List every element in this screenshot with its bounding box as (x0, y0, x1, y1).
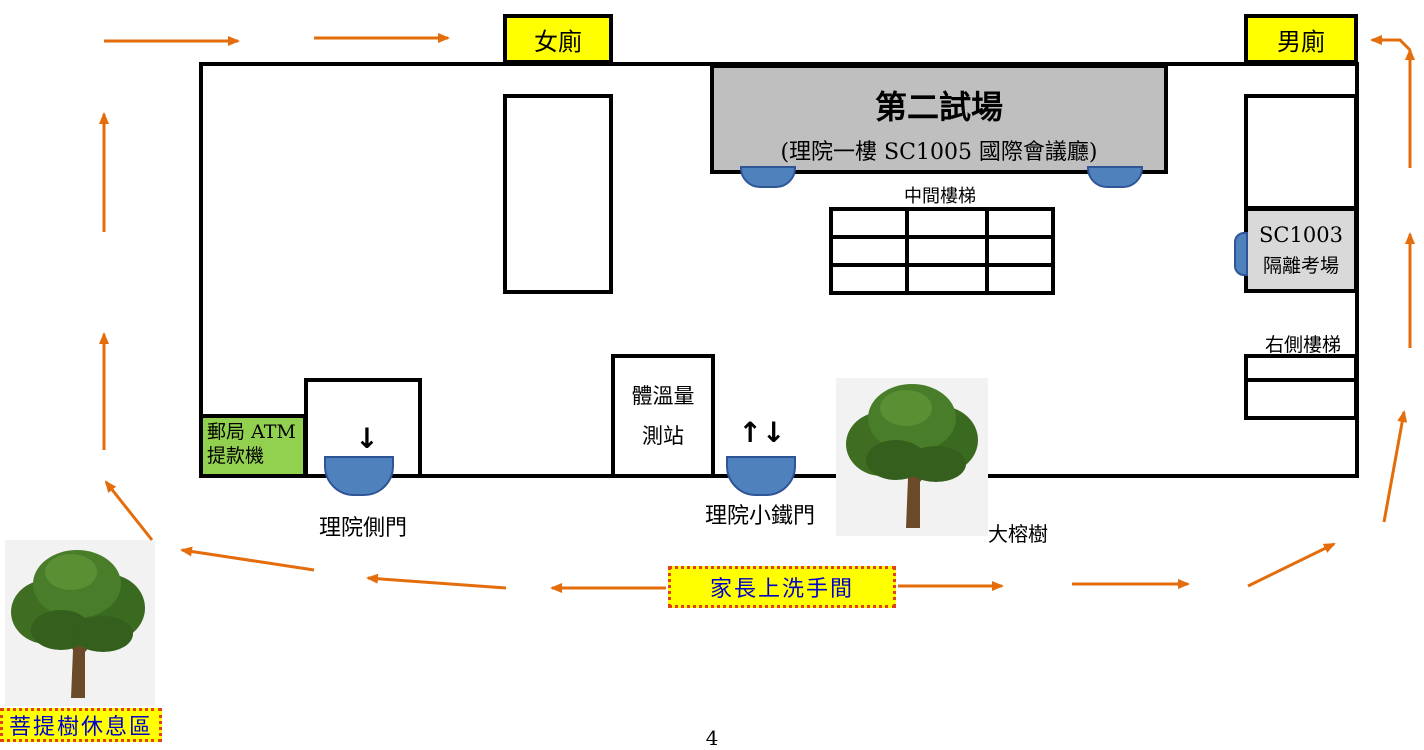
bodhi-tree-icon (11, 550, 145, 698)
side-door[interactable] (324, 456, 394, 496)
route-arrow (1247, 542, 1336, 588)
left-room (503, 94, 613, 294)
side-door-label: 理院側門 (318, 516, 407, 541)
right-upper-room (1244, 94, 1358, 210)
temperature-station: 體溫量 測站 (611, 354, 715, 478)
page-number: 4 (705, 726, 719, 750)
exam-hall-subtitle: (理院一樓 SC1005 國際會議廳) (780, 140, 1098, 165)
route-arrow (366, 573, 507, 590)
route-arrow (1382, 410, 1408, 523)
iron-gate-label: 理院小鐵門 (704, 504, 815, 529)
isolation-room-code: SC1003 (1259, 222, 1343, 247)
right-stairs-grid (1244, 354, 1358, 420)
iron-gate-arrows: ↑↓ (738, 416, 786, 449)
middle-stairs (829, 207, 1055, 295)
route-arrow (104, 480, 154, 541)
middle-stairs-grid (829, 207, 1055, 295)
route-arrow (180, 546, 315, 572)
banyan-tree-icon (846, 384, 978, 528)
temperature-station-line1: 體溫量 (631, 384, 695, 408)
isolation-room: SC1003 隔離考場 (1244, 207, 1358, 293)
bodhi-tree-image (5, 540, 155, 706)
bodhi-rest-label: 菩提樹休息區 (0, 708, 162, 742)
temperature-station-line2: 測站 (642, 424, 684, 448)
atm-line1: 郵局 ATM (207, 421, 296, 443)
male-toilet-label: 男廁 (1244, 14, 1358, 64)
route-arrow (1370, 35, 1412, 52)
side-door-arrow: ↓ (355, 422, 379, 455)
middle-stairs-label: 中間樓梯 (904, 186, 976, 207)
female-toilet-label: 女廁 (503, 14, 613, 64)
parents-toilet-label: 家長上洗手間 (668, 566, 896, 608)
banyan-tree-image (836, 378, 988, 536)
right-stairs-label: 右側樓梯 (1264, 334, 1341, 356)
banyan-label: 大榕樹 (988, 522, 1048, 546)
right-stairs (1244, 354, 1358, 420)
atm-box: 郵局 ATM 提款機 (199, 414, 307, 478)
atm-line2: 提款機 (207, 445, 265, 467)
side-door-room (304, 378, 422, 478)
iron-gate-door[interactable] (726, 456, 796, 496)
exam-hall: 第二試場 (理院一樓 SC1005 國際會議廳) (710, 64, 1168, 174)
exam-hall-title: 第二試場 (874, 88, 1003, 126)
isolation-room-name: 隔離考場 (1262, 254, 1339, 277)
isolation-room-door[interactable] (1234, 232, 1248, 276)
